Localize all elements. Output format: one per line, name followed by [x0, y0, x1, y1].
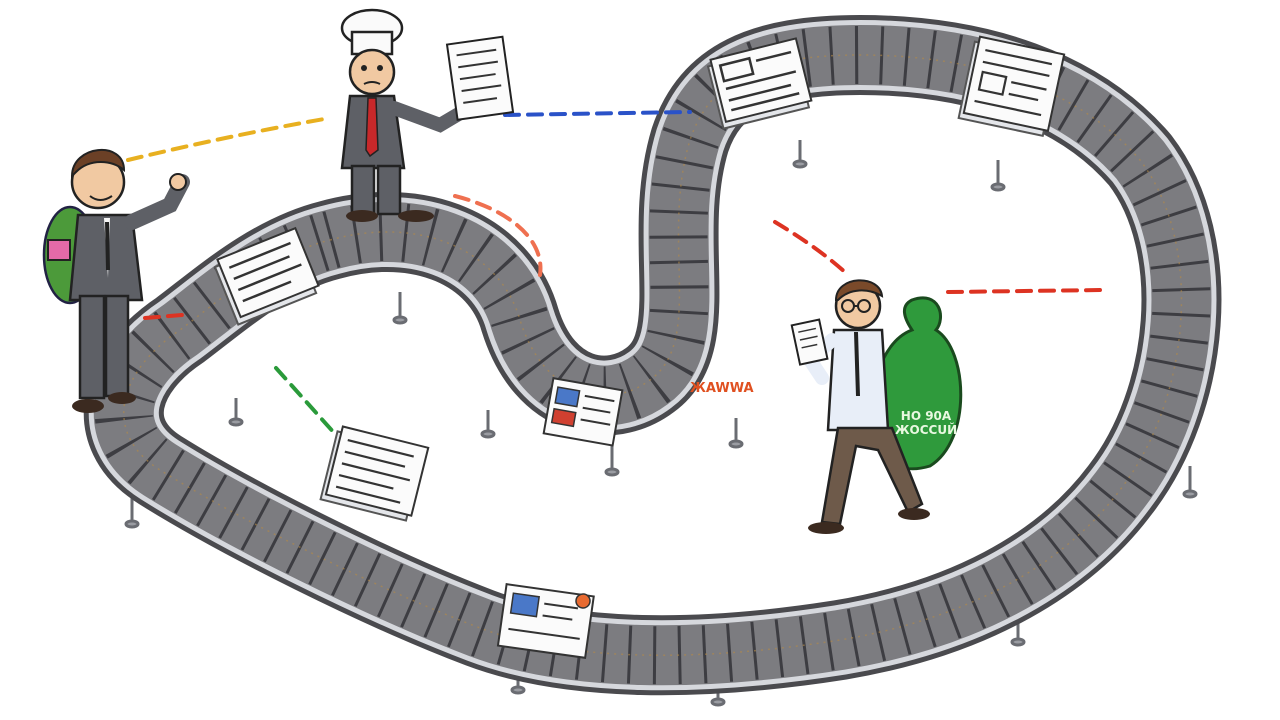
document-icon [445, 35, 515, 121]
businessman-left [42, 148, 190, 413]
document-icon [213, 226, 320, 326]
dash-red-mid [773, 220, 850, 277]
chef-hat-manager [340, 8, 515, 222]
document-icon [790, 318, 829, 366]
dash-yellow [126, 116, 332, 162]
dashed-connectors [126, 110, 1104, 437]
document-icon [496, 583, 595, 659]
document-icon [542, 377, 624, 447]
dash-green [274, 366, 338, 437]
glasses-icon [841, 299, 871, 313]
dash-red-top [453, 194, 543, 277]
chef-hat-icon [340, 8, 404, 56]
dash-red-left [143, 313, 184, 320]
document-icon [957, 35, 1066, 138]
conveyor-sign-text: ЖAWWA [690, 381, 754, 396]
document-icon [706, 37, 813, 130]
conveyor-belt [83, 15, 1222, 696]
dash-red-right [946, 288, 1104, 294]
dash-blue [503, 110, 692, 117]
document-icon [319, 425, 430, 522]
